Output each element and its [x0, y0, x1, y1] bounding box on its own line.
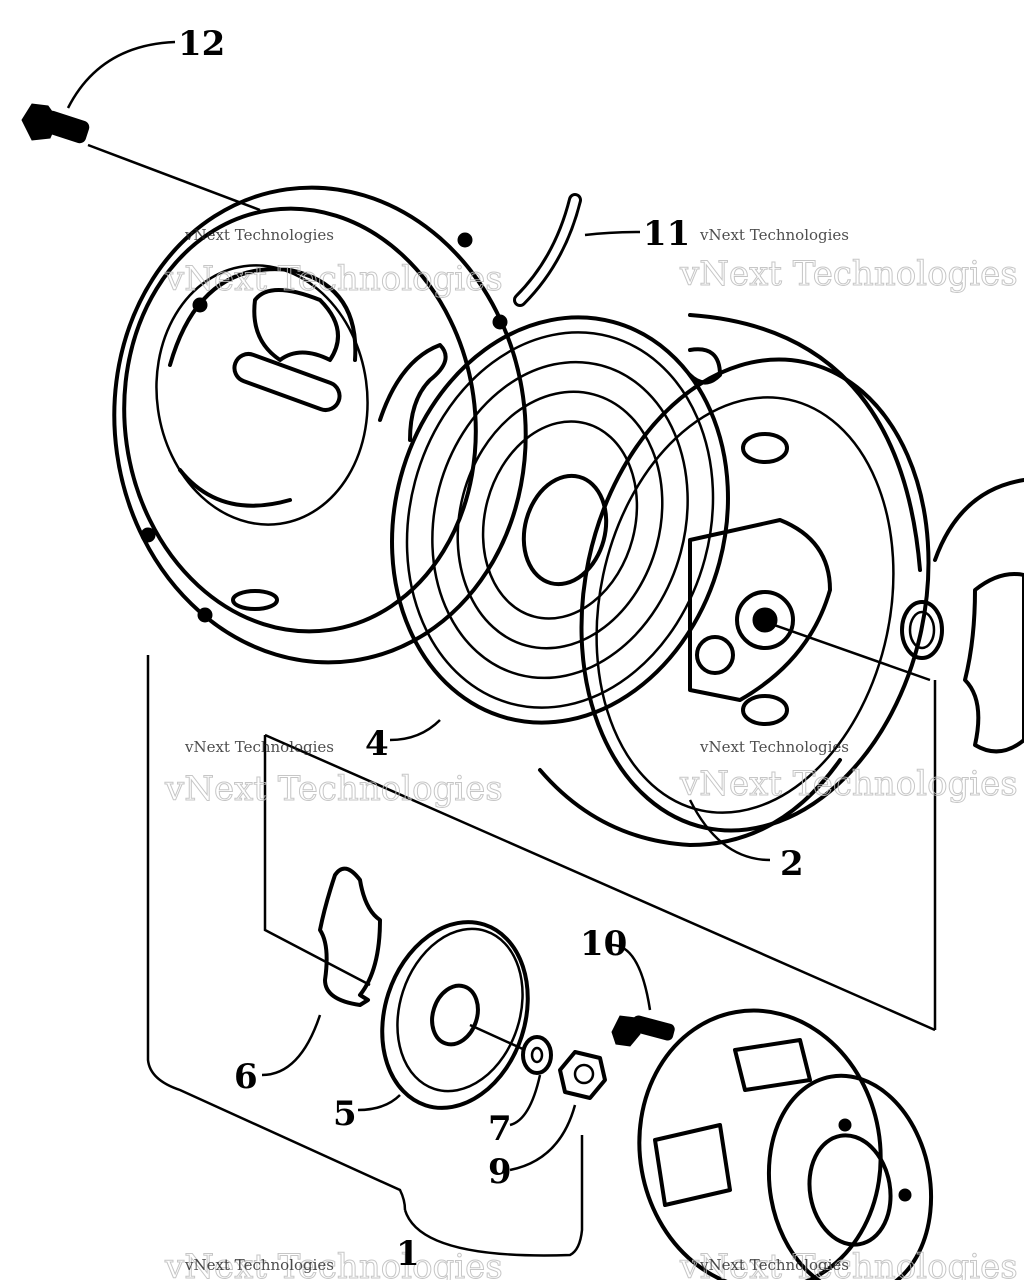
watermark-big: vNext Technologies	[679, 1247, 1018, 1280]
assembly-lines	[146, 655, 937, 1257]
callout-4: 4	[365, 724, 389, 764]
watermark-small: vNext Technologies	[699, 226, 849, 244]
callouts: 12 11 4 2 10 6 5 7 9 1	[66, 24, 804, 1274]
friction-plate-part-5	[357, 920, 530, 1112]
watermark-small: vNext Technologies	[184, 1256, 334, 1274]
rope-part-10	[513, 193, 641, 307]
washer-part-7	[469, 1023, 553, 1127]
clip-part-6	[261, 866, 382, 1077]
callout-10: 11	[643, 214, 690, 254]
callout-1: 1	[396, 1234, 420, 1274]
callout-7: 7	[488, 1109, 512, 1149]
callout-9: 9	[488, 1152, 512, 1192]
pawl-spring	[900, 478, 1024, 754]
watermark-small: vNext Technologies	[699, 738, 849, 756]
watermark-big: vNext Technologies	[164, 1247, 503, 1280]
watermark-big: vNext Technologies	[164, 259, 503, 299]
callout-12: 12	[178, 24, 225, 64]
callout-5: 5	[333, 1094, 357, 1134]
callout-11: 10	[580, 924, 627, 964]
bolt-part-12	[21, 103, 261, 212]
watermark-small: vNext Technologies	[699, 1256, 849, 1274]
recoil-spring-part-4	[389, 315, 730, 742]
watermark-small: vNext Technologies	[184, 226, 334, 244]
nut-part-9	[509, 1050, 607, 1172]
callout-6: 6	[234, 1057, 258, 1097]
callout-2: 2	[780, 844, 804, 884]
watermark-big: vNext Technologies	[164, 769, 503, 809]
screw-part-11	[611, 943, 675, 1047]
pulley-part-2	[538, 313, 931, 862]
watermark-big: vNext Technologies	[679, 764, 1018, 804]
watermark-small: vNext Technologies	[184, 738, 334, 756]
starter-housing	[112, 185, 528, 665]
watermark-group: vNext Technologies vNext Technologies vN…	[164, 226, 1019, 1280]
watermark-big: vNext Technologies	[679, 254, 1018, 294]
ratchet-cup	[637, 1008, 934, 1280]
